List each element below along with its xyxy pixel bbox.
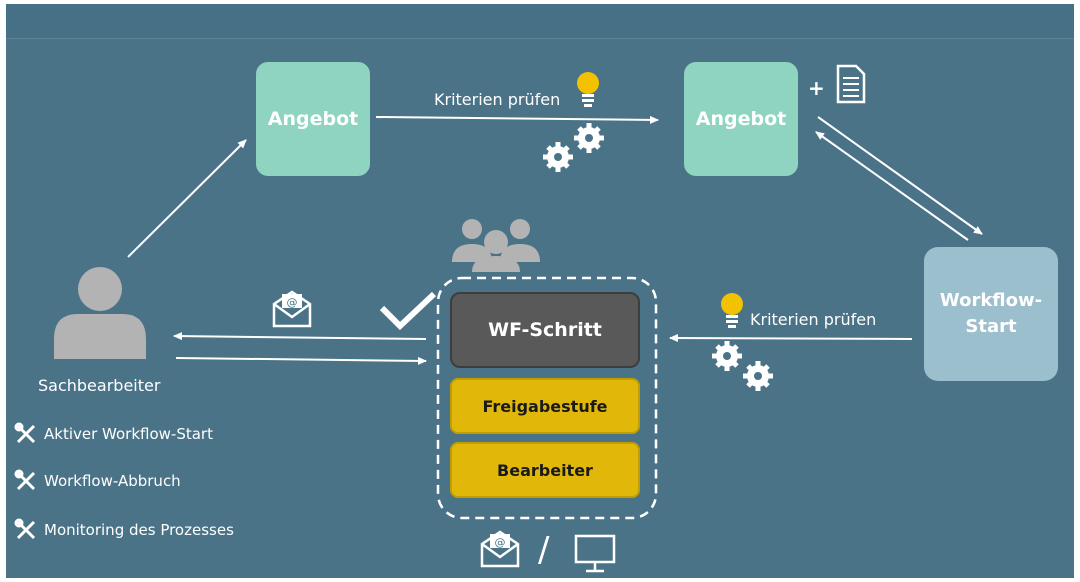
- email-icon: @: [272, 290, 312, 328]
- tool-label: Workflow-Abbruch: [44, 472, 181, 490]
- arrow-offer-to-offer: [375, 115, 659, 124]
- lightbulb-icon-right: [721, 293, 743, 328]
- arrow-offer-to-wfstart: [817, 116, 983, 235]
- diagram-canvas: @ @ Angebot Angebot Workflow- Start WF-S…: [6, 4, 1074, 578]
- arrow-clerk-to-offer: [127, 139, 247, 258]
- editor-box: Bearbeiter: [450, 442, 640, 498]
- check-criteria-label-right: Kriterien prüfen: [750, 310, 877, 329]
- document-icon: [836, 64, 866, 104]
- wf-step-box: WF-Schritt: [450, 292, 640, 368]
- approval-level-box: Freigabestufe: [450, 378, 640, 434]
- checkmark-icon: [379, 291, 437, 331]
- tool-item-active-start: Aktiver Workflow-Start: [14, 422, 213, 446]
- monitor-icon: [574, 534, 616, 573]
- arrow-clerk-to-wfstep: [175, 356, 427, 365]
- person-icon: [54, 267, 146, 359]
- tool-label: Monitoring des Prozesses: [44, 521, 234, 539]
- svg-text:@: @: [495, 536, 506, 549]
- wrench-screwdriver-icon: [14, 469, 36, 491]
- wrench-screwdriver-icon: [14, 422, 36, 444]
- arrow-wfstep-to-clerk: [173, 332, 427, 341]
- offer-box-right: Angebot: [684, 62, 798, 176]
- clerk-label: Sachbearbeiter: [38, 376, 161, 395]
- gears-icon-right: [712, 341, 773, 391]
- connector-layer: @ @: [54, 64, 983, 573]
- arrow-wfstart-to-wfstep: [669, 334, 913, 343]
- tool-item-abort: Workflow-Abbruch: [14, 469, 181, 493]
- tool-item-monitoring: Monitoring des Prozesses: [14, 518, 234, 542]
- workflow-start-box: Workflow- Start: [924, 247, 1058, 381]
- offer-box-left: Angebot: [256, 62, 370, 176]
- group-icon: [452, 219, 540, 272]
- svg-text:@: @: [287, 296, 298, 309]
- tool-label: Aktiver Workflow-Start: [44, 425, 213, 443]
- lightbulb-icon-top: [577, 72, 599, 107]
- slash-separator: /: [538, 530, 550, 570]
- top-band: [6, 4, 1074, 39]
- email-icon-bottom: @: [480, 530, 520, 568]
- arrow-wfstart-to-offer: [815, 131, 969, 241]
- plus-sign: +: [808, 76, 825, 100]
- gears-icon-top: [543, 123, 604, 172]
- wrench-screwdriver-icon: [14, 518, 36, 540]
- check-criteria-label-top: Kriterien prüfen: [434, 90, 561, 109]
- wf-step-dashed-container: [436, 276, 658, 520]
